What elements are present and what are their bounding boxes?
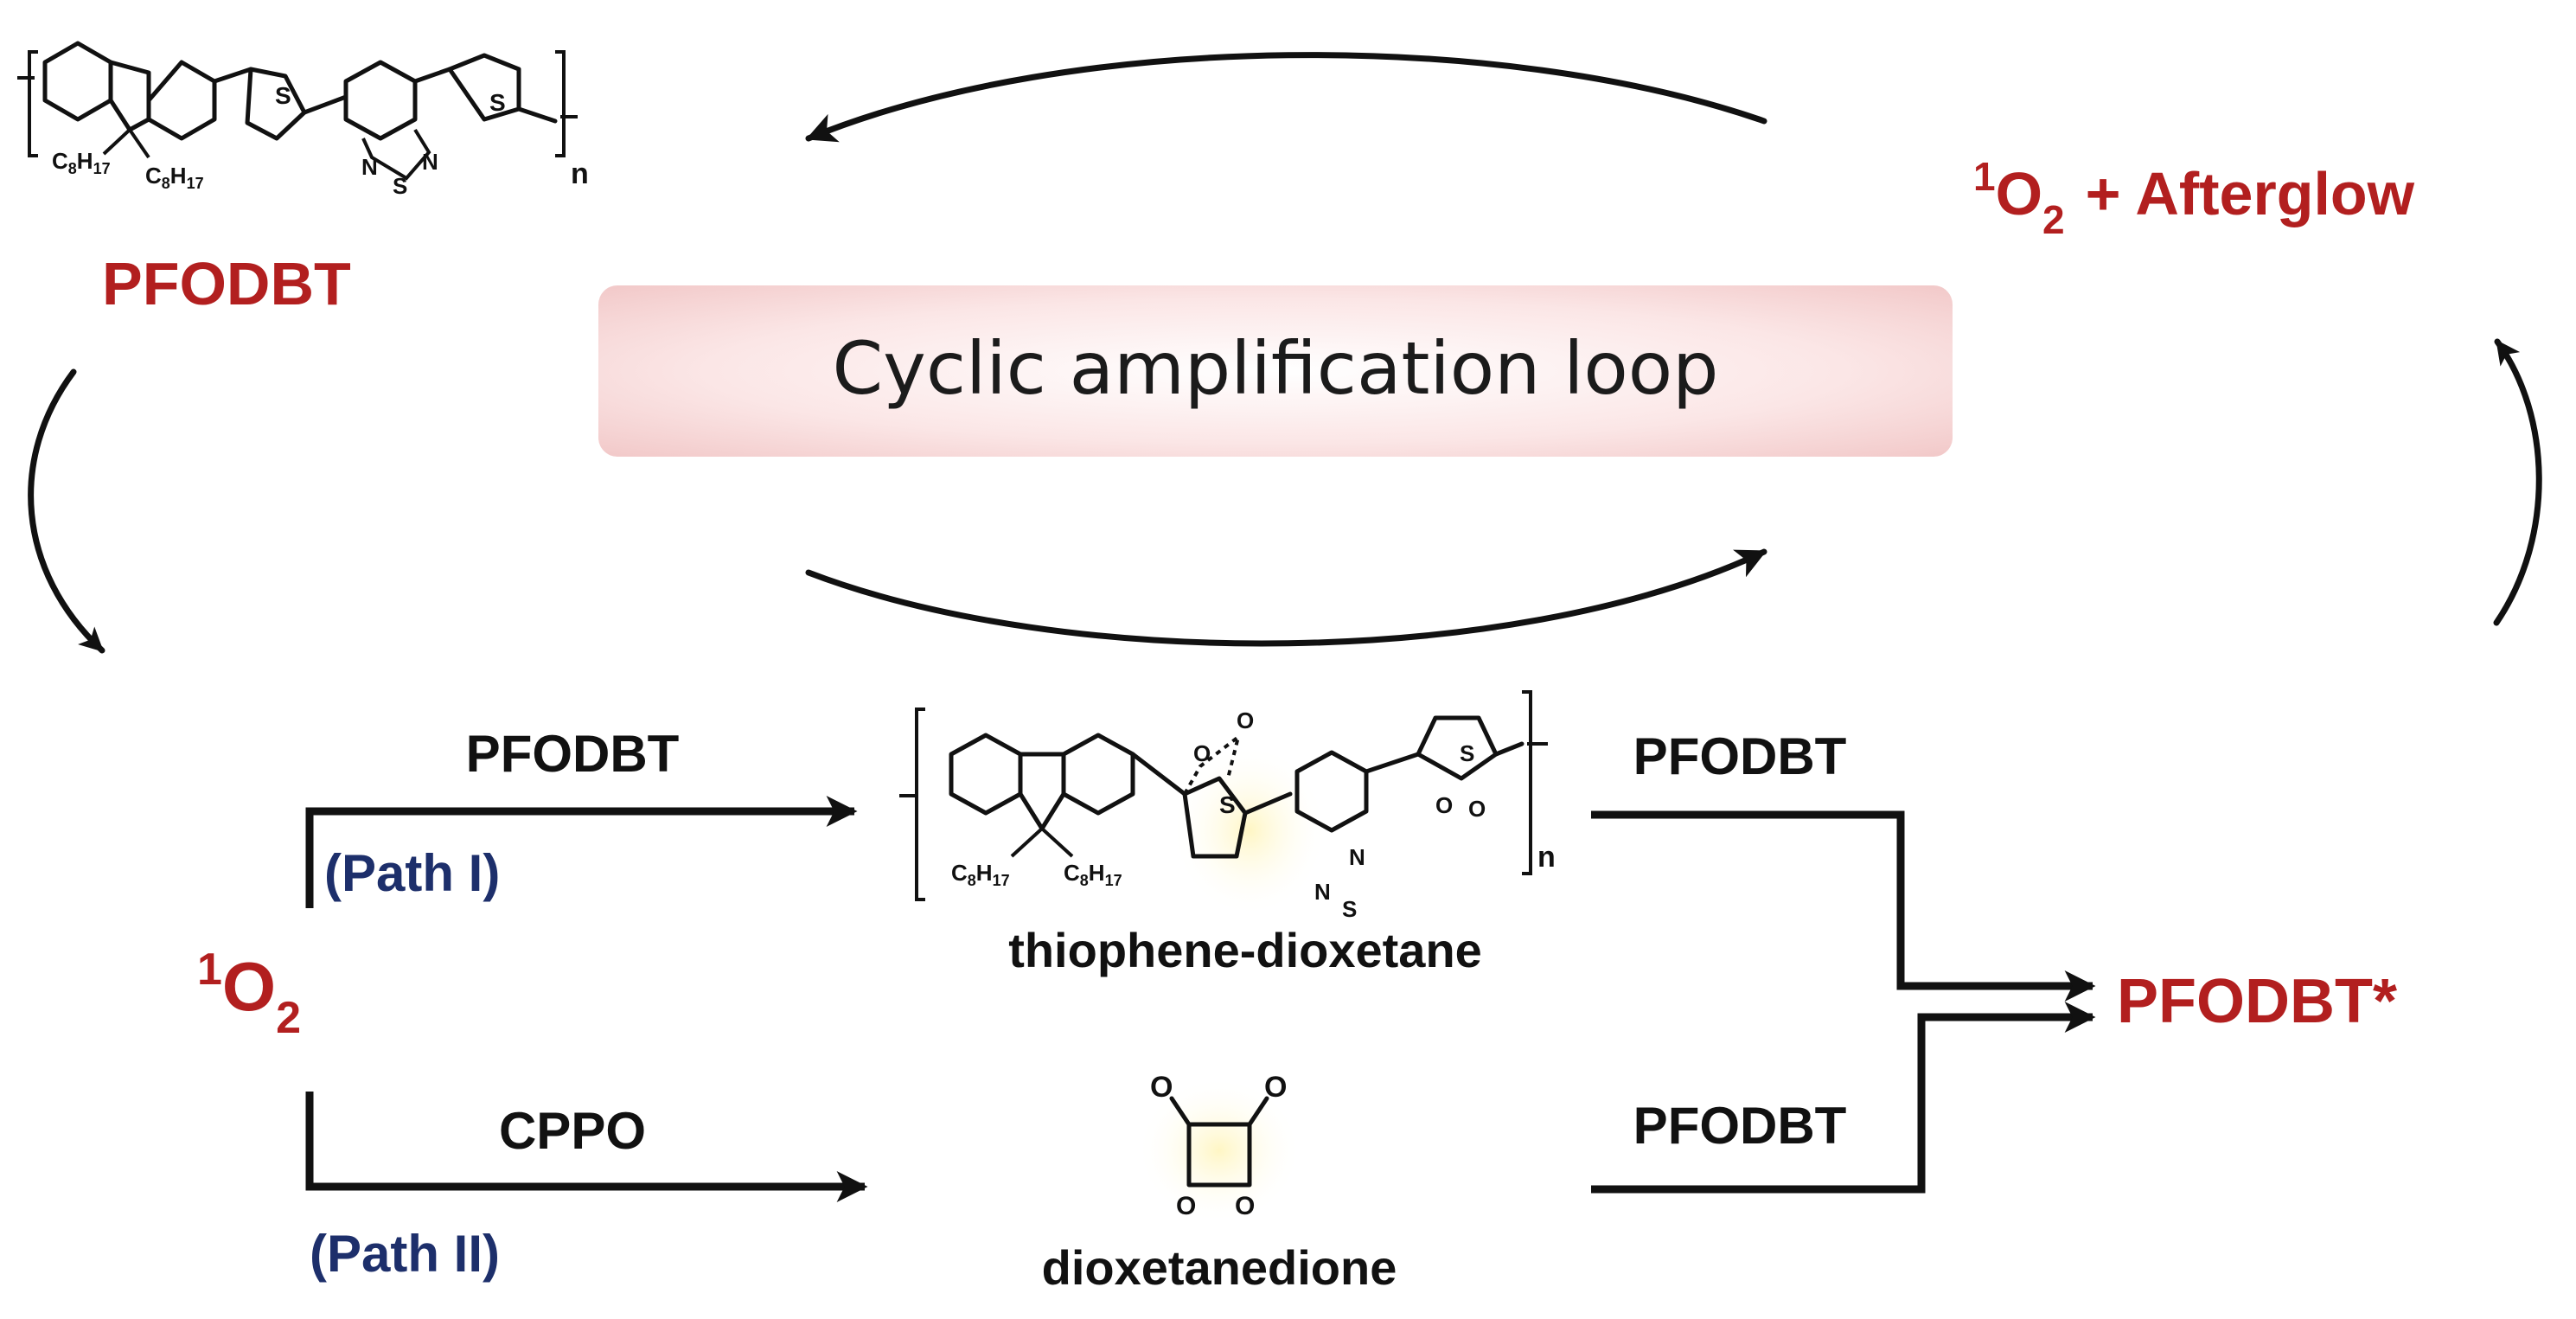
oxygen-7: O xyxy=(1176,1192,1196,1220)
oxygen-5: O xyxy=(1150,1071,1173,1104)
path2-next-reagent: PFODBT xyxy=(1633,1097,1847,1155)
loop-bottom-arrow xyxy=(805,548,1767,647)
bt-s2: S xyxy=(1342,896,1357,922)
thiophene-dioxetane-structure: n C8H17 C8H17 S O O N N S S O O xyxy=(899,690,1556,922)
path1-merge-line xyxy=(1591,810,2096,1002)
loop-label: Cyclic amplification loop xyxy=(832,326,1718,411)
oxygen-6: O xyxy=(1264,1071,1287,1104)
path1-arrow xyxy=(305,796,858,908)
pfodbt-excited-label: PFODBT* xyxy=(2117,967,2397,1036)
bt-s: S xyxy=(393,173,407,199)
alkyl-4: C8H17 xyxy=(1064,860,1122,889)
path2-merge-line xyxy=(1591,1002,2096,1194)
bt-n3: N xyxy=(1349,844,1365,870)
sulfur-1: S xyxy=(275,82,291,109)
path2-reagent: CPPO xyxy=(499,1102,646,1160)
pfodbt-structure: n C8H17 C8H17 S N S N S xyxy=(17,41,589,199)
sulfur-2: S xyxy=(489,89,506,116)
path2-product: dioxetanedione xyxy=(1042,1240,1397,1295)
path2-arrow xyxy=(305,1092,868,1202)
oxygen-3: O xyxy=(1435,792,1453,818)
repeat-n: n xyxy=(571,157,589,190)
repeat-n-2: n xyxy=(1537,841,1556,874)
right-up-arrow xyxy=(2493,338,2542,626)
path1-reagent: PFODBT xyxy=(466,725,680,783)
oxygen-8: O xyxy=(1235,1192,1255,1220)
loop-top-arrow xyxy=(805,52,1767,143)
alkyl-2: C8H17 xyxy=(145,163,204,192)
sulfur-4: S xyxy=(1460,740,1474,766)
singlet-oxygen-left: 1O2 xyxy=(197,944,301,1043)
dioxetanedione-structure: O O O O xyxy=(1137,1071,1301,1224)
path1-next-reagent: PFODBT xyxy=(1633,727,1847,785)
bt-n4: N xyxy=(1314,879,1331,905)
sulfur-3: S xyxy=(1219,791,1236,818)
left-down-arrow xyxy=(28,368,105,654)
alkyl-3: C8H17 xyxy=(951,860,1010,889)
path1-name: (Path I) xyxy=(324,844,500,902)
singlet-oxygen-afterglow: 1O2+ Afterglow xyxy=(1973,154,2415,242)
pfodbt-label: PFODBT xyxy=(102,250,351,317)
oxygen-2: O xyxy=(1237,708,1254,733)
path2-name: (Path II) xyxy=(310,1225,500,1283)
path1-product: thiophene-dioxetane xyxy=(1008,923,1482,977)
alkyl-1: C8H17 xyxy=(52,148,111,177)
oxygen-4: O xyxy=(1468,796,1486,822)
amplification-loop: Cyclic amplification loop xyxy=(28,52,2542,654)
loop-label-box xyxy=(598,285,1953,457)
oxygen-1: O xyxy=(1193,740,1211,766)
